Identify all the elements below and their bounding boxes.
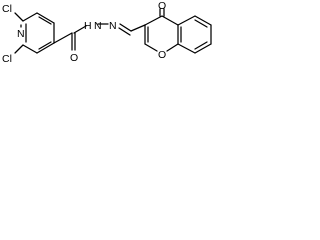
bond-to-cl-bottom	[14, 44, 24, 54]
atom-cl-bottom: Cl	[2, 53, 12, 65]
atom-o-ring: O	[158, 49, 166, 61]
bond-to-cl-top	[14, 12, 24, 22]
atom-n-pyridine: N	[17, 28, 25, 40]
chemical-structure: Cl Cl N O H N N O O	[2, 0, 212, 65]
atom-h-hydrazide: H	[84, 20, 92, 32]
atom-n-hydrazide: N	[94, 20, 102, 32]
atom-o-amide: O	[70, 52, 78, 64]
atom-o-ketone: O	[158, 0, 166, 12]
amide-linker	[53, 23, 146, 51]
atom-cl-top: Cl	[2, 3, 12, 15]
atom-n-imine: N	[109, 20, 117, 32]
chromone-ring	[144, 8, 212, 54]
pyridine-ring	[20, 12, 55, 54]
